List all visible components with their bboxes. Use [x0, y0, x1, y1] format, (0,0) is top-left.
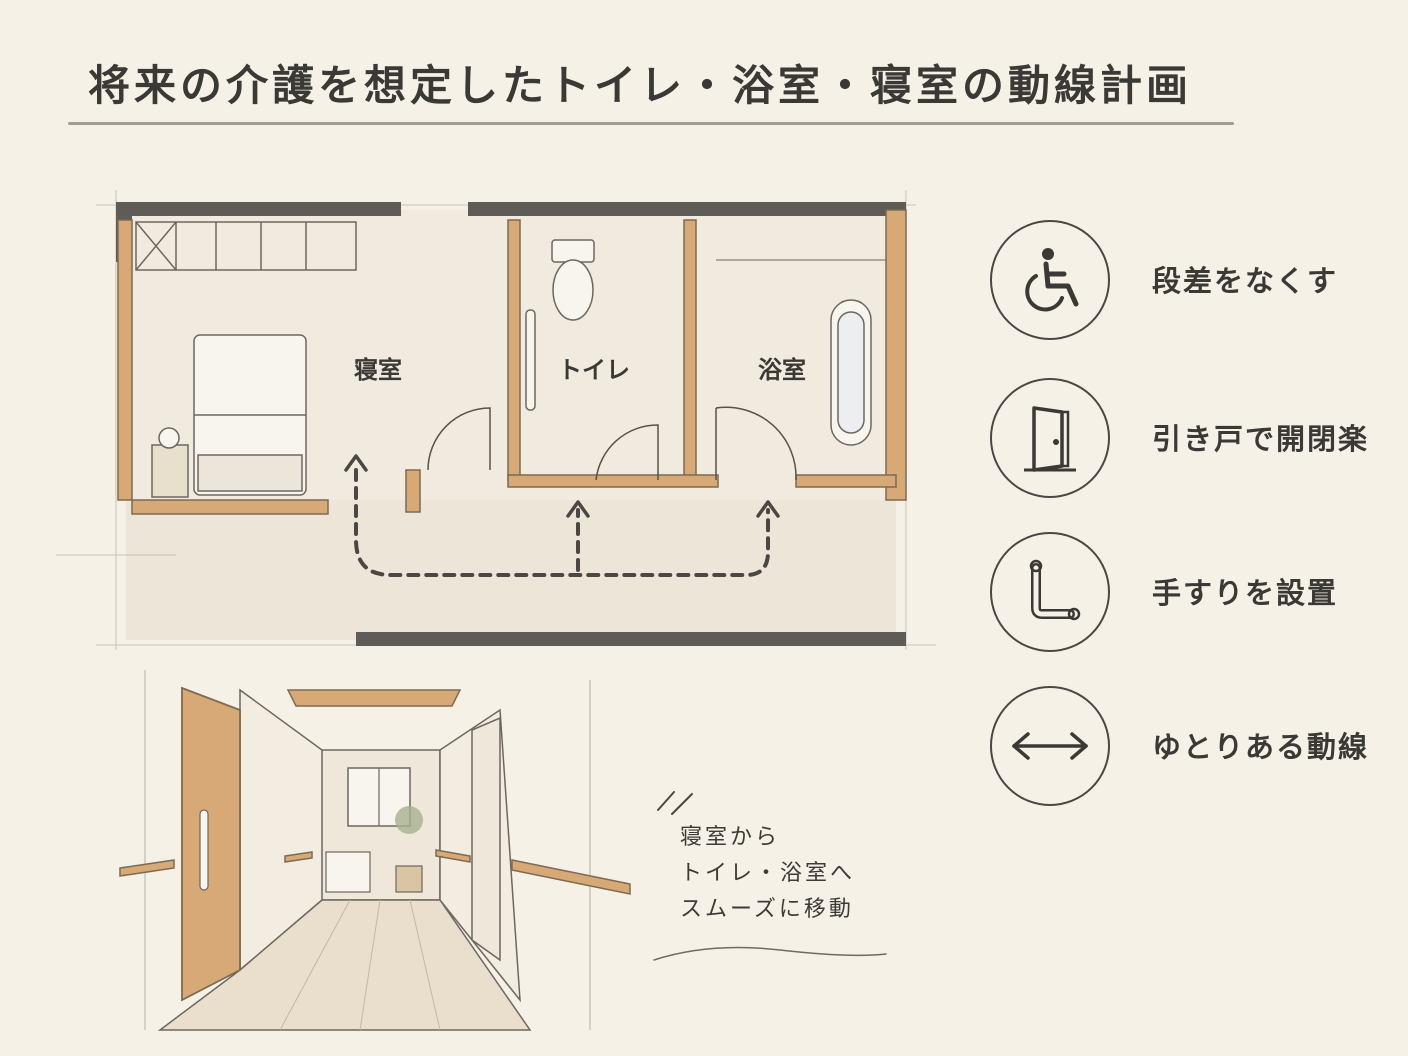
feature-icon-ring — [990, 378, 1110, 498]
handrails — [119, 849, 631, 895]
toilet-wall-bottom — [507, 474, 719, 488]
route-arrows — [344, 454, 780, 518]
title-underline — [68, 122, 1234, 125]
wall-bottom — [356, 632, 906, 646]
feature-spacious-route: ゆとりある動線 — [990, 686, 1400, 806]
wall-right — [885, 209, 907, 501]
door-handle — [199, 809, 209, 891]
bed — [193, 334, 307, 496]
corridor-sketch — [119, 670, 631, 1031]
room-label-bedroom: 寝室 — [354, 356, 402, 384]
toilet-handrail — [525, 309, 536, 411]
corridor-floor — [126, 500, 896, 640]
feature-label: ゆとりある動線 — [1152, 730, 1370, 764]
feature-sliding-door: 引き戸で開閉楽 — [990, 378, 1400, 498]
feature-label: 段差をなくす — [1152, 264, 1339, 298]
closet — [135, 221, 357, 271]
distant-bed — [325, 851, 371, 893]
nightstand — [151, 427, 189, 498]
note-accent-marks — [657, 791, 693, 815]
wheelchair-icon — [1025, 248, 1079, 312]
bedroom-wall-corner — [405, 469, 421, 513]
bedroom-door-swing — [427, 407, 491, 471]
distant-nightstand — [395, 865, 423, 893]
side-door — [471, 716, 501, 962]
floor-plan: 寝室 トイレ 浴室 — [56, 190, 936, 650]
room-label-toilet: トイレ — [558, 356, 630, 384]
bathtub — [830, 299, 872, 446]
feature-no-steps: 段差をなくす — [990, 220, 1400, 340]
sliding-door — [181, 686, 241, 1002]
ceiling-beam — [286, 689, 462, 707]
bedroom-shelf — [131, 499, 329, 515]
handrail-icon — [1029, 559, 1081, 621]
feature-label: 引き戸で開閉楽 — [1152, 422, 1370, 456]
door-icon — [1024, 406, 1076, 472]
feature-icon-ring — [990, 532, 1110, 652]
feature-label: 手すりを設置 — [1152, 576, 1339, 610]
wall-top-right — [468, 202, 906, 216]
route-note: 寝室から トイレ・浴室へ スムーズに移動 — [680, 820, 855, 928]
bath-wall-bottom — [795, 474, 897, 488]
toilet-bowl — [551, 239, 595, 321]
double-arrow-icon — [1012, 732, 1088, 760]
room-label-bath: 浴室 — [758, 356, 806, 384]
toilet-door-swing — [595, 424, 659, 481]
feature-icon-ring — [990, 220, 1110, 340]
distant-plant — [395, 806, 423, 834]
feature-handrail: 手すりを設置 — [990, 532, 1400, 652]
wall-top-left — [116, 202, 401, 216]
movement-route — [354, 468, 770, 577]
toilet-wall-right — [683, 219, 697, 481]
toilet-wall-left — [507, 219, 521, 481]
note-line: スムーズに移動 — [680, 897, 854, 922]
wall-left — [117, 219, 133, 501]
page-title: 将来の介護を想定したトイレ・浴室・寝室の動線計画 — [88, 61, 1193, 110]
note-line: 寝室から — [680, 825, 781, 850]
bath-door-swing — [715, 406, 797, 481]
feature-icon-ring — [990, 686, 1110, 806]
note-underline-stroke — [653, 946, 887, 961]
note-line: トイレ・浴室へ — [680, 861, 856, 886]
corridor-floor — [157, 899, 532, 1031]
